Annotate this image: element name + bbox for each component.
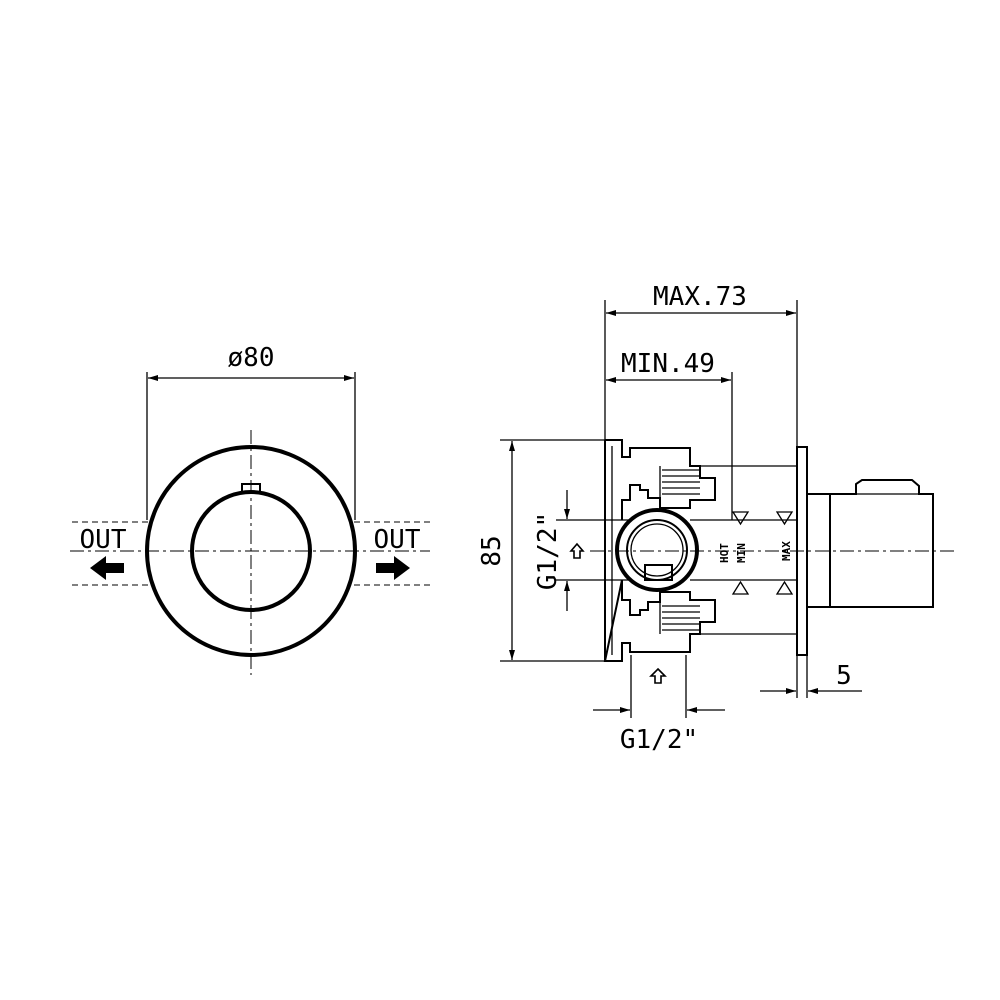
- outlet-right-arrow-icon: [376, 556, 410, 580]
- plate-thickness-label: 5: [836, 661, 852, 691]
- max-marker-top-icon: [775, 511, 794, 526]
- min-depth-label: MIN.49: [621, 349, 715, 379]
- max-depth-label: MAX.73: [653, 282, 747, 312]
- hot-label: HOT: [718, 543, 731, 563]
- inlet-ring-inner: [626, 519, 688, 581]
- outlet-right-label: OUT: [374, 525, 421, 555]
- outlet-left-arrow-icon: [90, 556, 124, 580]
- inlet-ring-outer: [615, 508, 699, 592]
- rough-body-outline: [603, 439, 716, 662]
- bottom-inlet-arrow-icon: [649, 667, 667, 684]
- max-marker-bottom-icon: [775, 580, 794, 595]
- min-marker-bottom-icon: [731, 580, 750, 595]
- min-label: MIN: [735, 543, 748, 563]
- front-view: ø80 OUT OUT: [70, 343, 430, 675]
- height-label: 85: [477, 535, 507, 566]
- bottom-thread-label: G1/2": [620, 725, 698, 755]
- handle-outline: [190, 490, 312, 612]
- handle-side: [807, 479, 934, 608]
- top-port: [659, 466, 700, 508]
- max-label: MAX: [780, 541, 793, 561]
- diameter-label: ø80: [228, 343, 275, 373]
- bottom-port: [659, 592, 700, 634]
- side-thread-label: G1/2": [533, 512, 563, 590]
- cover-plate-outline: [145, 445, 357, 657]
- outlet-left-label: OUT: [80, 525, 127, 555]
- side-view: MAX.73 MIN.49 85 G1/2": [477, 282, 955, 755]
- min-marker-top-icon: [731, 511, 750, 526]
- side-inlet-arrow-icon: [569, 542, 585, 559]
- handle-indicator: [241, 483, 261, 492]
